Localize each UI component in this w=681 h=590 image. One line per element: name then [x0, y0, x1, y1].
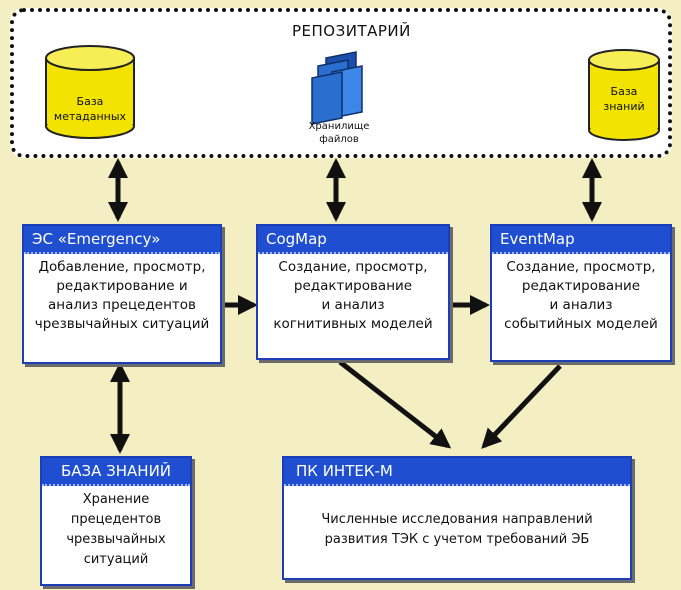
intek-box: ПК ИНТЕК-М Численные исследования направ… — [282, 456, 632, 580]
knowledge-base-box: БАЗА ЗНАНИЙ Хранение прецедентов чрезвыч… — [40, 456, 192, 586]
eventmap-box-title: EventMap — [492, 226, 670, 254]
cogmap-box-body: Создание, просмотр, редактирование и ана… — [273, 259, 433, 332]
knowledge-db-cylinder — [588, 49, 660, 141]
arrow-cogmap-intek — [338, 360, 452, 449]
intek-box-title: ПК ИНТЕК-М — [284, 458, 630, 486]
knowledge-base-box-title: БАЗА ЗНАНИЙ — [42, 458, 190, 486]
emergency-box: ЭС «Emergency» Добавление, просмотр, ред… — [22, 224, 222, 364]
cogmap-box: CogMap Создание, просмотр, редактировани… — [256, 224, 450, 360]
cogmap-box-title: CogMap — [258, 226, 448, 254]
intek-box-body: Численные исследования направлений разви… — [321, 512, 593, 547]
metadata-db-label: База метаданных — [53, 95, 127, 123]
knowledge-base-box-body: Хранение прецедентов чрезвычайных ситуац… — [66, 492, 166, 567]
metadata-db-cylinder — [45, 45, 135, 139]
eventmap-box: EventMap Создание, просмотр, редактирова… — [490, 224, 672, 362]
eventmap-box-body: Создание, просмотр, редактирование и ана… — [504, 259, 658, 332]
knowledge-db-label: База знаний — [603, 85, 645, 113]
repository-title: РЕПОЗИТАРИЙ — [292, 22, 411, 40]
emergency-box-title: ЭС «Emergency» — [24, 226, 220, 254]
arrow-eventmap-intek — [481, 364, 562, 449]
emergency-box-body: Добавление, просмотр, редактирование и а… — [34, 259, 210, 332]
file-storage-icon — [311, 51, 363, 125]
file-storage-label: Хранилище файлов — [308, 121, 370, 145]
